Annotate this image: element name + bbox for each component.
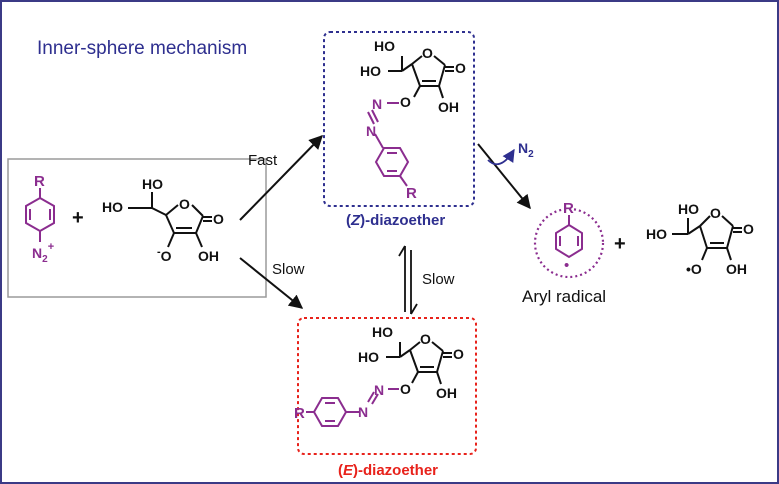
carbonyl-o-z: O [455, 60, 466, 76]
aryl-radical-dot: • [564, 257, 569, 274]
ring-o-z: O [422, 45, 433, 61]
carbonyl-o-right: O [743, 221, 754, 237]
ascorbyl-radical-structure [672, 215, 742, 261]
reactant-box [7, 158, 267, 298]
slow-label-vertical: Slow [422, 271, 455, 288]
slow-arrow-lower [239, 257, 304, 309]
oh-e: OH [436, 385, 457, 401]
ring-o-e: O [420, 331, 431, 347]
ho-side-left: HO [102, 199, 123, 215]
r-label-e: R [294, 405, 305, 422]
z-diazoether-label: (Z)-diazoether [346, 212, 445, 229]
aryldiazonium-structure [25, 188, 55, 242]
carbonyl-o-left: O [213, 211, 224, 227]
e-diazoether-box [297, 317, 477, 455]
ho-top-e: HO [372, 324, 393, 340]
ho-top-left: HO [142, 176, 163, 192]
decomposition-arrow [477, 143, 531, 210]
ascorbate-structure [128, 192, 212, 248]
ho-top-z: HO [374, 38, 395, 54]
n2-release-arrow [487, 148, 515, 166]
ho-top-right: HO [678, 201, 699, 217]
r-label-z: R [406, 185, 417, 202]
carbonyl-o-e: O [453, 346, 464, 362]
ring-o-left: O [179, 196, 190, 212]
ring-o-right: O [710, 205, 721, 221]
plus-sign-2: + [614, 233, 626, 255]
radical-o-right: •O [686, 261, 702, 277]
z-ascorbate-structure [388, 55, 454, 99]
r-label-left: R [34, 173, 45, 190]
fast-arrow [239, 134, 323, 221]
r-label-radical: R [563, 200, 574, 217]
fast-label: Fast [248, 152, 278, 169]
n2-released-label: N2 [518, 140, 534, 160]
ho-side-z: HO [360, 63, 381, 79]
oh-left: OH [198, 248, 219, 264]
aryl-radical-structure [555, 215, 583, 259]
e-azo-aryl-structure [306, 388, 399, 427]
n-lower-e: N [358, 404, 368, 420]
n-upper-e: N [374, 382, 384, 398]
e-ascorbate-structure [386, 341, 452, 385]
n2-plus-label: N2+ [32, 241, 54, 265]
plus-sign-1: + [72, 207, 84, 229]
n-lower-z: N [366, 123, 376, 139]
oh-right: OH [726, 261, 747, 277]
oh-z: OH [438, 99, 459, 115]
z-azo-aryl-structure [367, 102, 410, 187]
equilibrium-arrows [398, 245, 418, 315]
ether-o-e: O [400, 381, 411, 397]
ether-o-z: O [400, 94, 411, 110]
ho-side-right: HO [646, 226, 667, 242]
ho-side-e: HO [358, 349, 379, 365]
n-upper-z: N [372, 96, 382, 112]
slow-label-lower: Slow [272, 261, 305, 278]
z-diazoether-box [323, 31, 475, 207]
scheme-title: Inner-sphere mechanism [37, 38, 248, 59]
e-diazoether-label: (E)-diazoether [338, 462, 438, 479]
aryl-radical-label: Aryl radical [522, 287, 606, 306]
aryl-radical-circle [533, 207, 605, 279]
minus-o-left: -O [157, 246, 172, 264]
